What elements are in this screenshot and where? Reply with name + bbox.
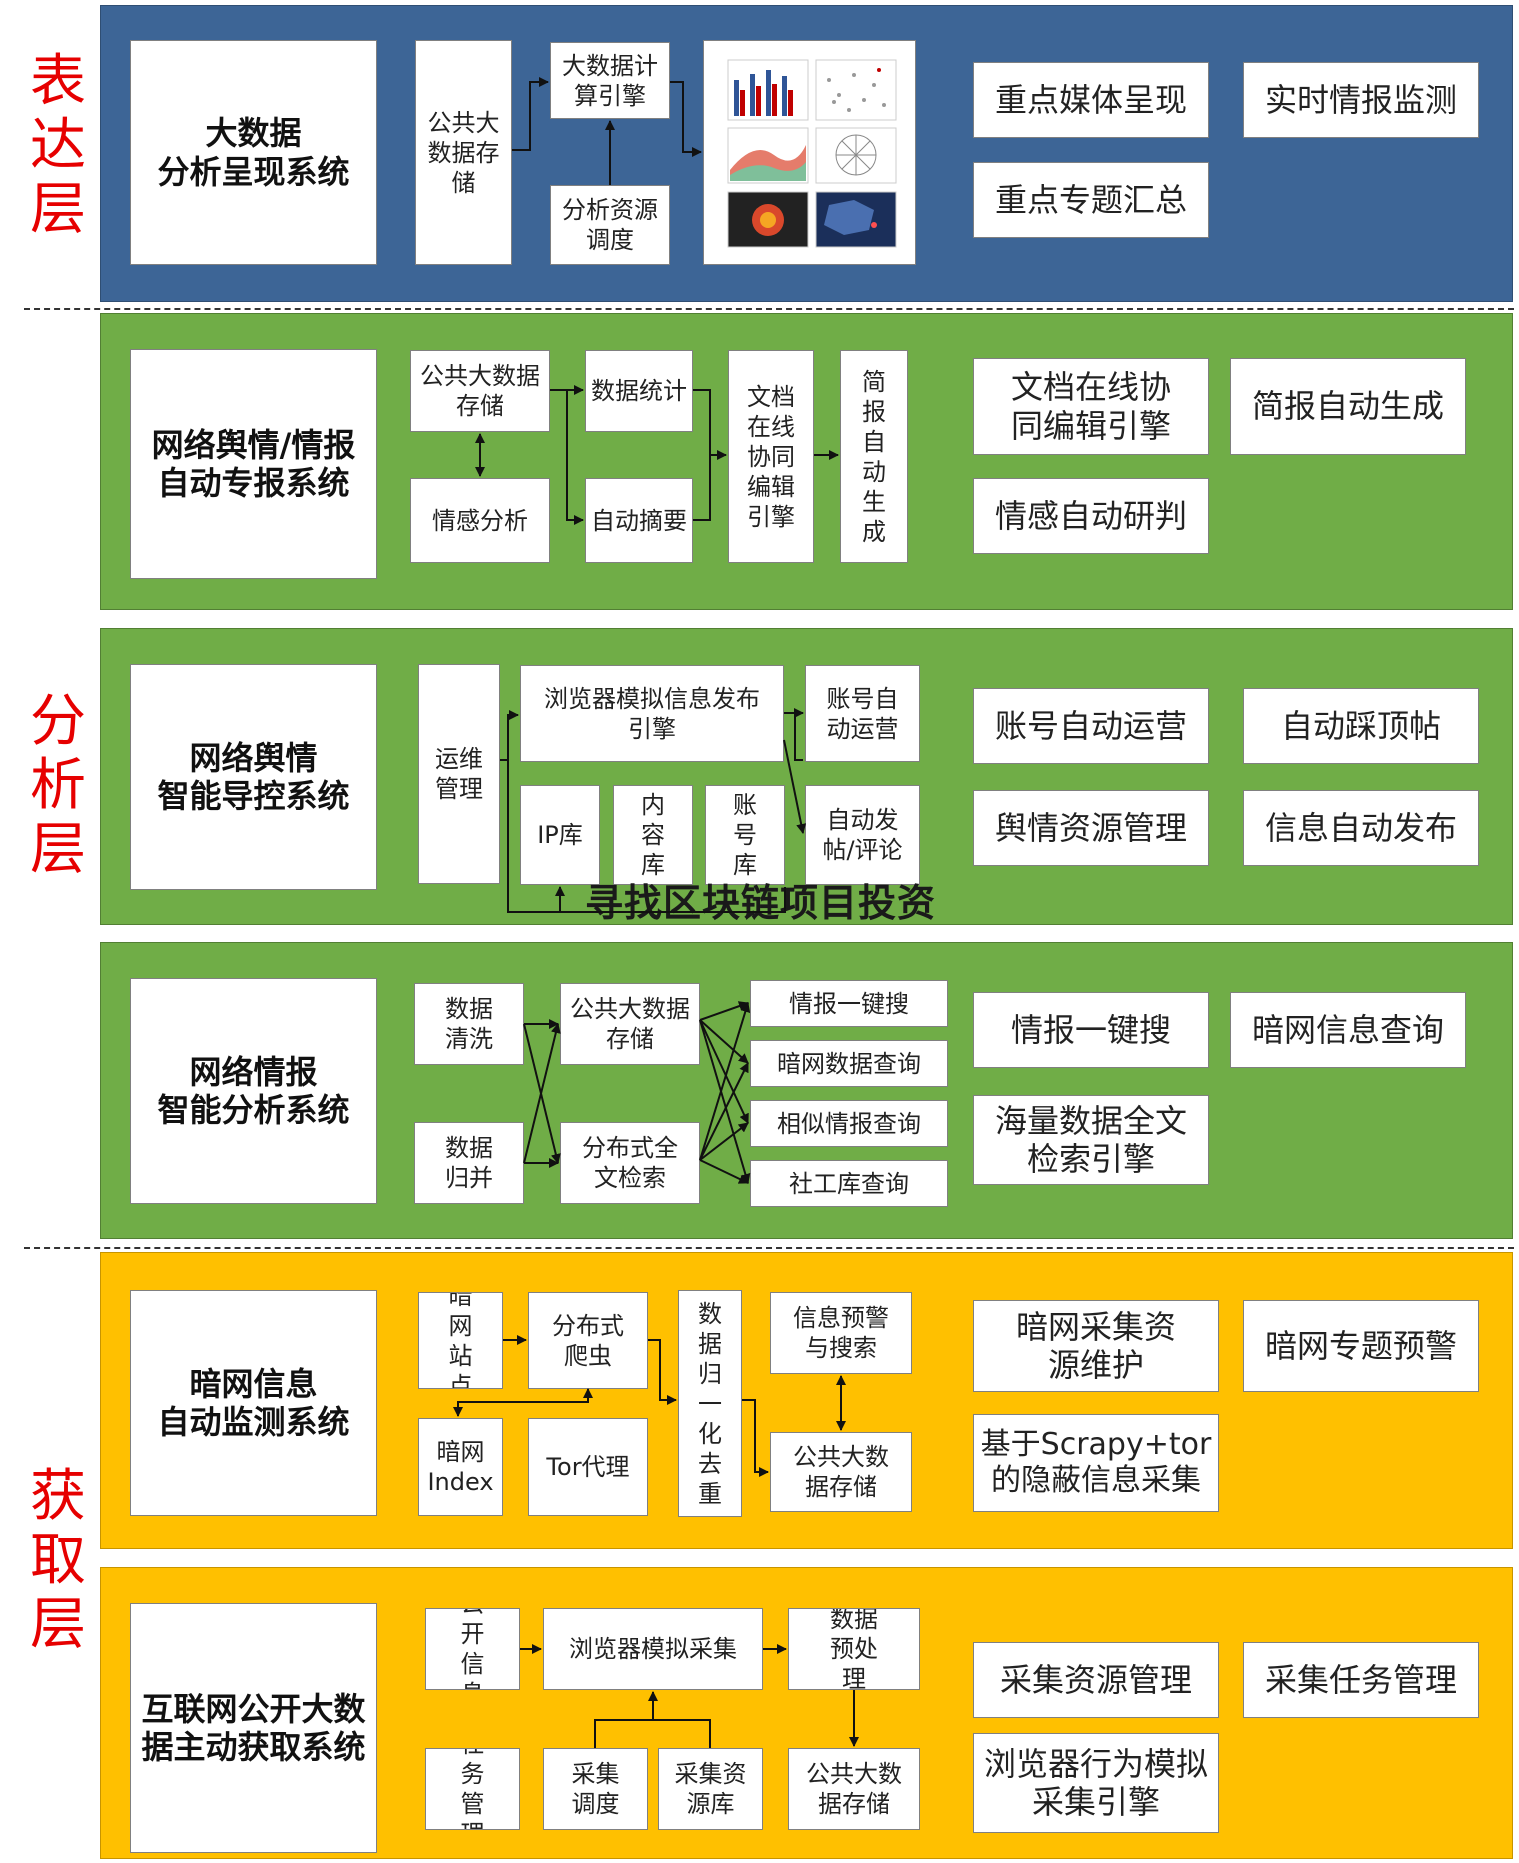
chart-thumbnails-panel — [703, 40, 916, 265]
feature-auto-info-publish: 信息自动发布 — [1243, 790, 1479, 866]
module-task-management: 任务管理 — [425, 1748, 520, 1830]
module-query-intel-one-click: 情报一键搜 — [750, 980, 948, 1027]
module-distributed-fulltext-search: 分布式全文检索 — [560, 1122, 700, 1204]
module-account-library: 账号库 — [705, 785, 785, 885]
feature-darknet-resource-maint: 暗网采集资源维护 — [973, 1300, 1219, 1392]
layer-divider-top — [24, 308, 1514, 310]
module-sentiment-analysis: 情感分析 — [410, 478, 550, 563]
feature-intel-one-click-search: 情报一键搜 — [973, 992, 1209, 1068]
feature-key-topic-summary: 重点专题汇总 — [973, 162, 1209, 238]
module-public-storage: 公共大数据存储 — [415, 40, 512, 265]
module-brief-auto-gen: 简报自动生成 — [840, 350, 908, 563]
layer-label-middle-text: 分析层 — [30, 689, 86, 882]
module-browser-publish-engine: 浏览器模拟信息发布引擎 — [520, 665, 784, 762]
module-content-library: 内容库 — [613, 785, 693, 885]
system-box-opinion-report: 网络舆情/情报 自动专报系统 — [130, 349, 377, 579]
system-box-bigdata-presentation: 大数据 分析呈现系统 — [130, 40, 377, 265]
module-auto-summary: 自动摘要 — [585, 478, 693, 563]
module-data-cleaning: 数据清洗 — [414, 983, 524, 1065]
layer-divider-bottom — [24, 1247, 1514, 1249]
module-collect-resource-lib: 采集资源库 — [658, 1748, 763, 1830]
scatter-chart-thumbnail — [827, 68, 886, 112]
module-auto-post-comment: 自动发帖/评论 — [805, 785, 920, 885]
feature-doc-collab-engine: 文档在线协同编辑引擎 — [973, 358, 1209, 455]
radial-chart-thumbnail — [835, 134, 877, 176]
module-public-storage-s4: 公共大数据存储 — [560, 983, 700, 1065]
module-info-alert-search: 信息预警与搜索 — [770, 1292, 912, 1374]
feature-sentiment-judgement: 情感自动研判 — [973, 478, 1209, 554]
map-chart-thumbnail — [824, 200, 877, 235]
module-public-storage-s5: 公共大数据存储 — [770, 1432, 912, 1512]
module-resource-scheduling: 分析资源调度 — [550, 185, 670, 265]
module-public-storage-s6: 公共大数据存储 — [788, 1748, 920, 1830]
module-public-storage-s2: 公共大数据存储 — [410, 350, 550, 432]
chart-thumbnails — [727, 59, 897, 248]
feature-darknet-topic-alert: 暗网专题预警 — [1243, 1300, 1479, 1392]
module-darknet-sites: 暗网站点 — [418, 1292, 503, 1389]
module-tor-proxy: Tor代理 — [528, 1418, 648, 1516]
feature-brief-auto-gen: 简报自动生成 — [1230, 358, 1466, 455]
module-data-preprocess: 数据预处理 — [788, 1608, 920, 1690]
layer-label-top: 表达层 — [18, 50, 98, 242]
module-query-social-eng-lib: 社工库查询 — [750, 1160, 948, 1207]
feature-opinion-resource-mgmt: 舆情资源管理 — [973, 790, 1209, 866]
feature-realtime-intel-monitoring: 实时情报监测 — [1243, 62, 1479, 138]
module-query-darknet-data: 暗网数据查询 — [750, 1040, 948, 1087]
module-data-merge: 数据归并 — [414, 1122, 524, 1204]
module-ip-library: IP库 — [520, 785, 600, 885]
area-chart-thumbnail — [730, 145, 806, 181]
feature-auto-bump-posts: 自动踩顶帖 — [1243, 688, 1479, 764]
feature-collect-resource-mgmt: 采集资源管理 — [973, 1642, 1219, 1718]
module-browser-sim-collect: 浏览器模拟采集 — [543, 1608, 763, 1690]
layer-label-bottom-text: 获取层 — [30, 1464, 86, 1657]
layer-label-top-text: 表达层 — [30, 49, 86, 242]
module-data-statistics: 数据统计 — [585, 350, 693, 432]
module-ops-management: 运维管理 — [418, 664, 500, 884]
system-box-intel-analysis: 网络情报 智能分析系统 — [130, 978, 377, 1204]
system-box-opinion-guidance: 网络舆情 智能导控系统 — [130, 664, 377, 890]
bar-chart-thumbnail — [734, 70, 793, 116]
feature-scrapy-tor-stealth-collect: 基于Scrapy+tor的隐蔽信息采集 — [973, 1414, 1219, 1512]
module-darknet-index: 暗网Index — [418, 1418, 503, 1516]
system-box-internet-bigdata-acquisition: 互联网公开大数 据主动获取系统 — [130, 1603, 377, 1853]
feature-key-media-presentation: 重点媒体呈现 — [973, 62, 1209, 138]
module-collect-dispatch: 采集调度 — [543, 1748, 648, 1830]
layer-label-middle: 分析层 — [18, 690, 98, 882]
module-account-auto-ops: 账号自动运营 — [805, 665, 920, 762]
feature-browser-behavior-sim-engine: 浏览器行为模拟采集引擎 — [973, 1733, 1219, 1833]
module-public-info: 公开信息 — [425, 1608, 520, 1690]
watermark-text: 寻找区块链项目投资 — [585, 881, 937, 925]
system-box-darknet-monitoring: 暗网信息 自动监测系统 — [130, 1290, 377, 1516]
module-distributed-crawler: 分布式爬虫 — [528, 1292, 648, 1389]
module-doc-collab-engine: 文档在线协同编辑引擎 — [728, 350, 814, 563]
feature-massive-fulltext-engine: 海量数据全文检索引擎 — [973, 1095, 1209, 1185]
feature-collect-task-mgmt: 采集任务管理 — [1243, 1642, 1479, 1718]
layer-label-bottom: 获取层 — [18, 1465, 98, 1657]
module-query-similar-intel: 相似情报查询 — [750, 1100, 948, 1147]
feature-darknet-info-query: 暗网信息查询 — [1230, 992, 1466, 1068]
burst-chart-thumbnail — [752, 204, 784, 236]
module-compute-engine: 大数据计算引擎 — [550, 42, 670, 119]
module-data-normalize-dedup: 数据归一化去重 — [678, 1290, 742, 1517]
feature-account-auto-ops: 账号自动运营 — [973, 688, 1209, 764]
